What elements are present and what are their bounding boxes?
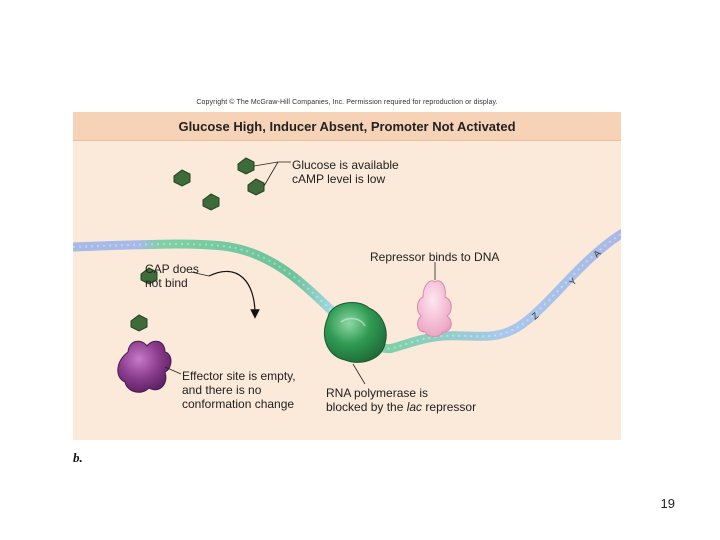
effector-pointer xyxy=(164,366,182,375)
gene-label-y: Y xyxy=(567,276,578,287)
effector-label-line2: and there is no xyxy=(182,383,262,397)
gene-label-z: Z xyxy=(530,310,541,322)
glucose-label: Glucose is available cAMP level is low xyxy=(292,158,399,186)
effector-label-line1: Effector site is empty, xyxy=(182,369,296,383)
dna-strand-stripes xyxy=(73,233,621,350)
rnapol-label-line2: blocked by the lac repressor xyxy=(326,400,476,414)
rna-polymerase xyxy=(323,302,387,363)
glucose-molecule xyxy=(202,193,220,211)
cap-label: CAP does not bind xyxy=(145,262,199,290)
glucose-molecule xyxy=(247,178,265,196)
glucose-pointer xyxy=(253,161,291,167)
dna-strand xyxy=(73,229,621,354)
page-number: 19 xyxy=(660,496,675,511)
gene-label-a: A xyxy=(591,248,602,259)
cap-label-line2: not bind xyxy=(145,276,188,290)
rnapol-label-line1: RNA polymerase is xyxy=(326,386,429,400)
glucose-molecule xyxy=(237,157,255,175)
panel-letter: b. xyxy=(73,450,83,465)
glucose-molecule xyxy=(173,169,191,187)
figure-header xyxy=(73,112,621,141)
rnapol-label-prefix: blocked by the xyxy=(326,400,407,414)
rnapol-pointer xyxy=(352,363,366,385)
glucose-pointer-2 xyxy=(263,161,279,187)
repressor-label: Repressor binds to DNA xyxy=(370,250,500,264)
cap-arrow xyxy=(208,270,260,319)
glucose-molecule xyxy=(140,267,158,285)
rnapol-label: RNA polymerase is blocked by the lac rep… xyxy=(326,386,476,414)
rnapol-label-suffix: repressor xyxy=(422,400,477,414)
figure-title: Glucose High, Inducer Absent, Promoter N… xyxy=(178,119,516,134)
glucose-molecule xyxy=(130,314,148,332)
cap-pointer xyxy=(190,271,210,277)
copyright-notice: Copyright © The McGraw-Hill Companies, I… xyxy=(196,99,498,106)
glucose-molecules xyxy=(130,157,265,332)
glucose-label-line1: Glucose is available xyxy=(292,158,399,172)
lac-repressor xyxy=(416,280,452,337)
diagram-figure: Glucose High, Inducer Absent, Promoter N… xyxy=(73,112,621,440)
effector-label: Effector site is empty, and there is no … xyxy=(182,369,296,411)
diagram-artwork: Z Y A xyxy=(73,157,621,393)
glucose-label-line2: cAMP level is low xyxy=(292,172,386,186)
rnapol-label-italic: lac xyxy=(406,400,423,414)
cap-protein xyxy=(117,340,172,393)
effector-label-line3: conformation change xyxy=(182,397,295,411)
cap-label-line1: CAP does xyxy=(145,262,199,276)
